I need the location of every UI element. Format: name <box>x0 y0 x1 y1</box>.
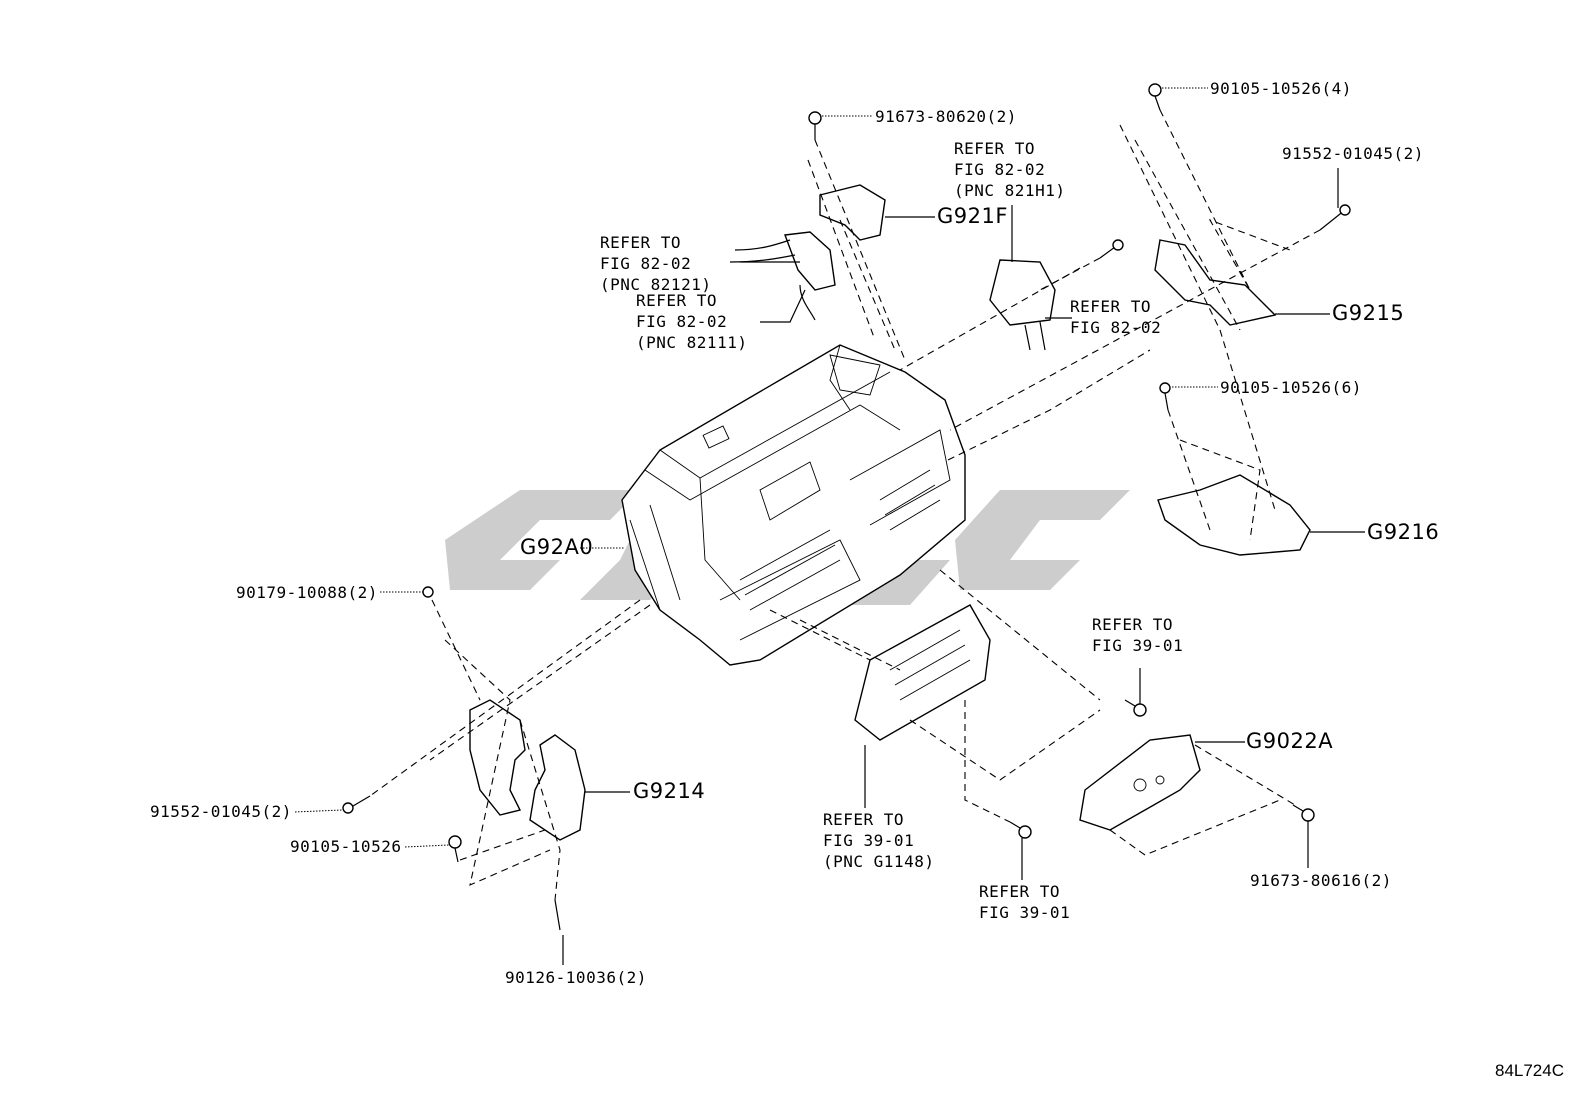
part-number-g921f: G921F <box>937 204 1008 228</box>
inverter-assembly <box>621 344 966 666</box>
assembly-lines <box>369 109 1321 901</box>
bolt-label-90105-10526: 90105-10526 <box>290 837 402 856</box>
refer-label-82121: REFER TO FIG 82-02 (PNC 82121) <box>600 233 712 294</box>
refer-label-82111: REFER TO FIG 82-02 (PNC 82111) <box>636 291 748 352</box>
part-number-g9216: G9216 <box>1367 520 1440 544</box>
ecu-board <box>854 604 991 741</box>
bolt-label-90105-10526-6: 90105-10526(6) <box>1220 378 1362 397</box>
bolt-label-91673-80620: 91673-80620(2) <box>875 107 1017 126</box>
bracket-g9215 <box>1154 239 1277 326</box>
refer-label-g1148: REFER TO FIG 39-01 (PNC G1148) <box>823 810 935 871</box>
bolt-label-91552-01045-top: 91552-01045(2) <box>1282 144 1424 163</box>
bracket-g9214 <box>469 699 586 841</box>
stud-label-90126-10036: 90126-10036(2) <box>505 968 647 987</box>
figure-code: 84L724C <box>1494 1061 1564 1080</box>
bolt-label-90105-10526-4: 90105-10526(4) <box>1210 79 1352 98</box>
connector-harness <box>729 231 836 321</box>
nut-label-90179-10088: 90179-10088(2) <box>236 583 378 602</box>
bracket-g9216 <box>1157 474 1311 556</box>
bolt-label-91552-01045-left: 91552-01045(2) <box>150 802 292 821</box>
leader-lines <box>294 87 1365 965</box>
refer-label-39-01-bottom: REFER TO FIG 39-01 <box>979 882 1071 922</box>
part-number-g9214: G9214 <box>633 779 706 803</box>
refer-label-39-01-top: REFER TO FIG 39-01 <box>1092 615 1184 655</box>
refer-label-82-02: REFER TO FIG 82-02 <box>1070 297 1162 337</box>
bolt-label-91673-80616: 91673-80616(2) <box>1250 871 1392 890</box>
cover-g9022a <box>1079 734 1201 831</box>
part-number-g9022a: G9022A <box>1246 729 1334 753</box>
part-number-g9215: G9215 <box>1332 301 1405 325</box>
bracket-g921f <box>819 184 886 241</box>
sensor-821h1 <box>989 259 1056 351</box>
refer-label-821h1: REFER TO FIG 82-02 (PNC 821H1) <box>954 139 1066 200</box>
part-number-g92a0: G92A0 <box>520 535 594 559</box>
